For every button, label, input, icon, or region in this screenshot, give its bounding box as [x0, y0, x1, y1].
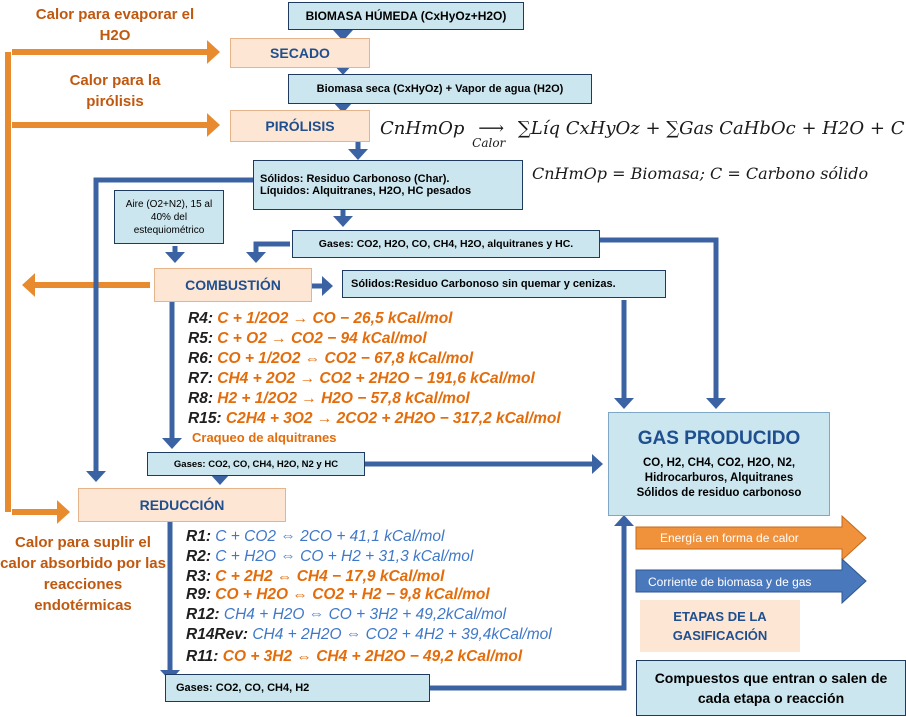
reaction-equation: CH4 + 2H2O ⇔ CO2 + 4H2 + 39,4kCal/mol — [252, 626, 552, 643]
gases-combustion-box: Gases: CO2, CO, CH4, H2O, N2 y HC — [147, 452, 365, 476]
reaction-equation: C + H2O ⇔ CO + H2 + 31,3 kCal/mol — [215, 548, 474, 565]
reaction-label: R9: — [186, 586, 211, 603]
reduction-reaction-row: R11: CO + 3H2 ⇔ CH4 + 2H2O − 49,2 kCal/m… — [186, 648, 522, 666]
reaction-label: R7: — [188, 370, 213, 387]
heat-label-endotermicas: Calor para suplir el calor absorbido por… — [0, 534, 166, 614]
reaction-label: R5: — [188, 330, 213, 347]
reaction-label: R1: — [186, 528, 211, 545]
pirolisis-products-box: Sólidos: Residuo Carbonoso (Char). Líqui… — [253, 160, 523, 210]
biomasa-seca-box: Biomasa seca (CxHyOz) + Vapor de agua (H… — [288, 74, 592, 104]
biomasa-definition: CnHmOp = Biomasa; C = Carbono sólido — [532, 164, 869, 183]
reduction-reaction-row: R1: C + CO2 ⇔ 2CO + 41,1 kCal/mol — [186, 528, 444, 546]
gas-producido-line2: Hidrocarburos, Alquitranes — [644, 471, 794, 484]
reduction-reaction-row: R14Rev: CH4 + 2H2O ⇔ CO2 + 4H2 + 39,4kCa… — [186, 626, 552, 644]
main-equation-lhs: CnHmOp — [380, 118, 465, 139]
reaction-label: R2: — [186, 548, 211, 565]
flow-arrow-gases-final-producto — [430, 515, 634, 691]
gases-final-box: Gases: CO2, CO, CH4, H2 — [165, 674, 430, 702]
legend-heat-arrow — [635, 514, 867, 562]
reaction-label: R3: — [186, 568, 211, 585]
reaction-label: R6: — [188, 350, 213, 367]
combustion-reaction-row: R15: C2H4 + 3O2 → 2CO2 + 2H2O − 317,2 kC… — [188, 410, 561, 428]
reaction-equation: CO + 1/2O2 ⇔ CO2 − 67,8 kCal/mol — [217, 350, 474, 367]
heat-label-evaporar: Calor para evaporar el H2O — [35, 6, 195, 44]
reaction-label: R12: — [186, 606, 220, 623]
reaction-label: R4: — [188, 310, 213, 327]
stage-secado: SECADO — [230, 38, 370, 68]
main-equation-arrow-label: Calor — [472, 136, 506, 150]
gases-pirolisis-box: Gases: CO2, H2O, CO, CH4, H2O, alquitran… — [292, 230, 600, 258]
flow-arrow-solidos-reduccion — [86, 177, 255, 482]
solidos-comb-text: Residuo Carbonoso sin quemar y cenizas. — [394, 278, 616, 290]
gas-producido-title: GAS PRODUCIDO — [637, 427, 801, 449]
solidos-label: Sólidos: — [260, 173, 304, 185]
reaction-equation: H2 + 1/2O2 → H2O − 57,8 kCal/mol — [217, 390, 470, 407]
solidos-comb-label: Sólidos: — [351, 278, 395, 290]
reaction-equation: CH4 + 2O2 → CO2 + 2H2O − 191,6 kCal/mol — [217, 370, 535, 387]
solidos-combustion-box: Sólidos: Residuo Carbonoso sin quemar y … — [342, 270, 666, 298]
legend-flow-arrow — [635, 557, 867, 605]
main-equation-rhs: ∑Líq CxHyOz + ∑Gas CaHbOc + H2O + C — [517, 118, 905, 139]
reaction-label: R15: — [188, 410, 222, 427]
reduction-reaction-row: R2: C + H2O ⇔ CO + H2 + 31,3 kCal/mol — [186, 548, 473, 566]
combustion-reaction-row: R5: C + O2 → CO2 − 94 kCal/mol — [188, 330, 427, 348]
combustion-reaction-row: R6: CO + 1/2O2 ⇔ CO2 − 67,8 kCal/mol — [188, 350, 473, 368]
reduction-reaction-row: R12: CH4 + H2O ⇔ CO + 3H2 + 49,2kCal/mol — [186, 606, 506, 624]
reaction-equation: CH4 + H2O ⇔ CO + 3H2 + 49,2kCal/mol — [223, 606, 507, 623]
stage-reduccion: REDUCCIÓN — [78, 488, 286, 522]
reaction-label: R11: — [186, 648, 219, 665]
combustion-reaction-row: R4: C + 1/2O2 → CO − 26,5 kCal/mol — [188, 310, 452, 328]
stage-combustion: COMBUSTIÓN — [154, 268, 312, 302]
craqueo-label: Craqueo de alquitranes — [192, 430, 337, 445]
gas-producido-box: GAS PRODUCIDO CO, H2, CH4, CO2, H2O, N2,… — [608, 412, 830, 516]
legend-energia-label: Energía en forma de calor — [660, 531, 799, 545]
solidos-text: Residuo Carbonoso (Char). — [303, 173, 450, 185]
reaction-label: R14Rev: — [186, 626, 249, 643]
reaction-equation: C2H4 + 3O2 → 2CO2 + 2H2O − 317,2 kCal/mo… — [225, 410, 561, 427]
reaction-equation: C + CO2 ⇔ 2CO + 41,1 kCal/mol — [215, 528, 445, 545]
combustion-reaction-row: R8: H2 + 1/2O2 → H2O − 57,8 kCal/mol — [188, 390, 470, 408]
liquidos-label: Líquidos: — [260, 185, 310, 197]
reaction-equation: CO + 3H2 ⇔ CH4 + 2H2O − 49,2 kCal/mol — [222, 648, 523, 665]
reduction-reaction-row: R9: CO + H2O ⇔ CO2 + H2 − 9,8 kCal/mol — [186, 586, 490, 604]
combustion-reaction-row: R7: CH4 + 2O2 → CO2 + 2H2O − 191,6 kCal/… — [188, 370, 535, 388]
reaction-equation: C + 1/2O2 → CO − 26,5 kCal/mol — [217, 310, 453, 327]
legend-corriente-label: Corriente de biomasa y de gas — [648, 575, 812, 589]
reduction-reaction-row: R3: C + 2H2 ⇔ CH4 − 17,9 kCal/mol — [186, 568, 444, 586]
reaction-equation: C + O2 → CO2 − 94 kCal/mol — [217, 330, 427, 347]
flow-arrow-gases-combustion — [246, 241, 290, 263]
heat-label-pirolisis: Calor para la pirólisis — [69, 72, 161, 110]
main-equation: CnHmOp ⟶ Calor ∑Líq CxHyOz + ∑Gas CaHbOc… — [380, 118, 905, 150]
gas-producido-line3: Sólidos de residuo carbonoso — [636, 486, 802, 499]
reaction-equation: C + 2H2 ⇔ CH4 − 17,9 kCal/mol — [215, 568, 445, 585]
legend-compuestos: Compuestos que entran o salen de cada et… — [636, 660, 906, 716]
aire-box: Aire (O2+N2), 15 al 40% del estequiométr… — [114, 190, 224, 244]
gas-producido-line1: CO, H2, CH4, CO2, H2O, N2, — [642, 456, 796, 469]
legend-etapas: ETAPAS DE LA GASIFICACIÓN — [640, 600, 800, 652]
stage-pirolisis: PIRÓLISIS — [230, 110, 370, 142]
liquidos-text: Alquitranes, H2O, HC pesados — [309, 185, 472, 197]
reaction-equation: CO + H2O ⇔ CO2 + H2 − 9,8 kCal/mol — [215, 586, 490, 603]
flow-arrow-gases-producto — [598, 237, 726, 409]
reaction-label: R8: — [188, 390, 213, 407]
biomasa-humeda-box: BIOMASA HÚMEDA (CxHyOz+H2O) — [288, 2, 524, 30]
